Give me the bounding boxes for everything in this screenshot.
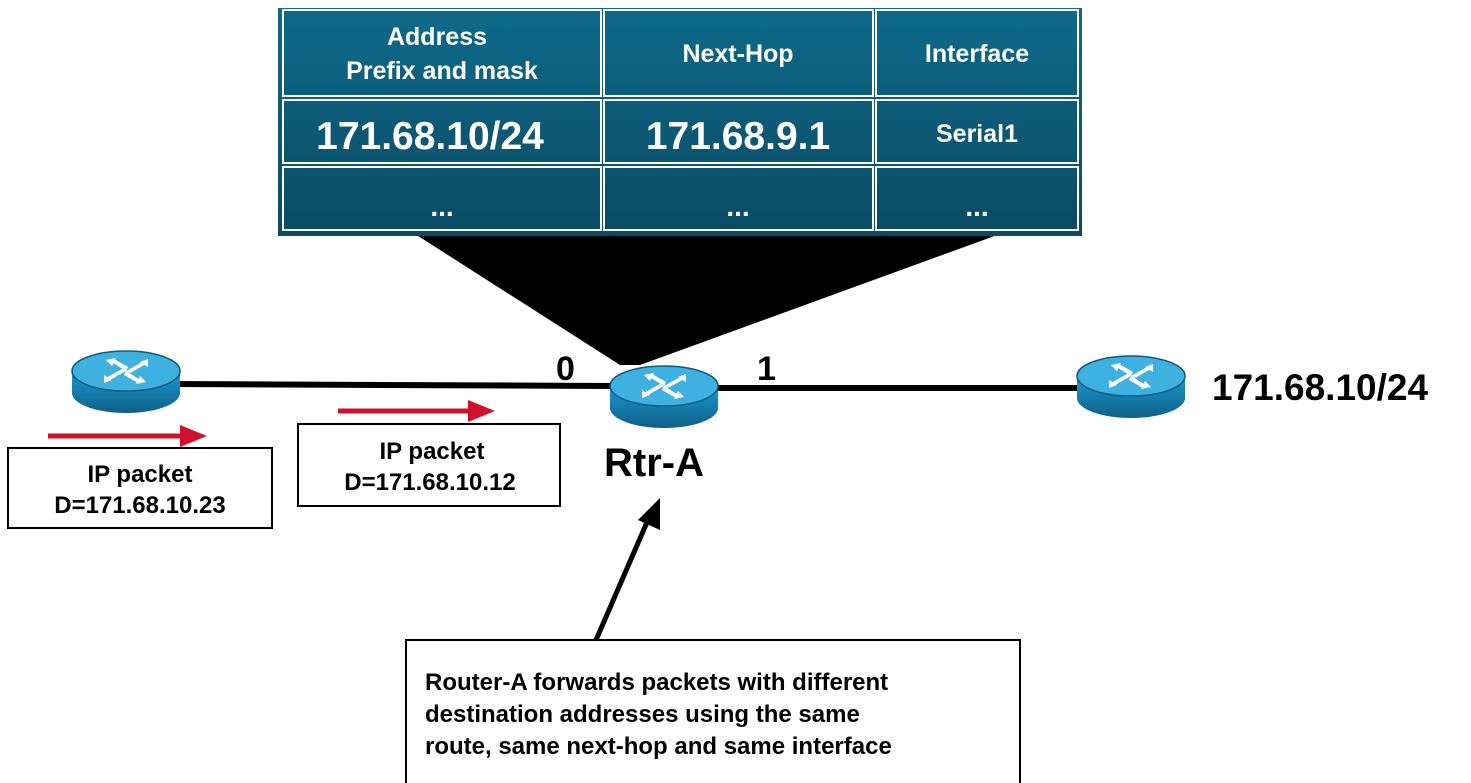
packet2-line1: IP packet: [380, 438, 485, 465]
row2-next-hop: ...: [726, 191, 749, 222]
port-0-label: 0: [556, 350, 575, 388]
note-line1: Router-A forwards packets with different: [425, 669, 888, 696]
header-prefix-line1: Address: [387, 23, 487, 51]
header-next-hop: Next-Hop: [682, 40, 793, 68]
link-left: [169, 381, 615, 389]
packet2-line2: D=171.68.10.12: [344, 469, 515, 496]
port-1-label: 1: [757, 350, 776, 388]
row1-interface: Serial1: [936, 120, 1018, 148]
note-pointer-arrow: [593, 498, 660, 641]
row2-interface: ...: [965, 191, 988, 222]
note-box: Router-A forwards packets with different…: [405, 639, 1021, 783]
router-a-label: Rtr-A: [604, 441, 704, 485]
router-a-icon: [609, 365, 719, 429]
packet1-box: IP packet D=171.68.10.23: [7, 447, 273, 529]
row1-next-hop: 171.68.9.1: [646, 115, 830, 158]
left-router-icon: [71, 350, 181, 414]
note-line3: route, same next-hop and same interface: [425, 733, 892, 760]
packet2-arrow: [338, 400, 495, 422]
packet1-line1: IP packet: [88, 461, 193, 488]
header-prefix-line2: Prefix and mask: [346, 57, 538, 85]
note-line2: destination addresses using the same: [425, 701, 860, 728]
packet1-arrow: [48, 425, 207, 447]
row1-prefix: 171.68.10/24: [316, 115, 544, 158]
packet1-line2: D=171.68.10.23: [54, 492, 225, 519]
row2-prefix: ...: [430, 191, 453, 222]
destination-network-label: 171.68.10/24: [1212, 367, 1428, 408]
packet2-box: IP packet D=171.68.10.12: [297, 423, 561, 507]
routing-table: Address Prefix and mask Next-Hop Interfa…: [278, 8, 1082, 236]
header-interface: Interface: [925, 40, 1029, 68]
table-funnel: [415, 234, 1000, 365]
right-router-icon: [1076, 355, 1186, 419]
